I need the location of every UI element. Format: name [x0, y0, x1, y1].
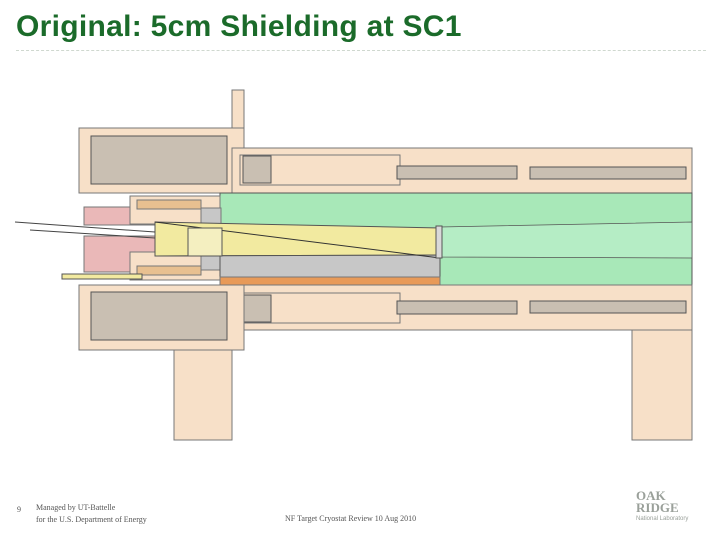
lower-slot-2	[396, 300, 518, 315]
upper-slot-2	[396, 165, 518, 180]
upper-slot-1	[242, 155, 272, 184]
upper-grey-sleeve	[200, 207, 222, 225]
managed-by-text: Managed by UT-Battelle for the U.S. Depa…	[36, 502, 147, 526]
central-bore-assembly	[14, 192, 693, 286]
logo-subtext: National Laboratory	[636, 516, 689, 522]
logo-line-1: OAK	[636, 488, 666, 503]
title-divider	[16, 50, 706, 51]
lower-shield-inner	[90, 291, 228, 341]
upper-shielding-assembly	[78, 89, 693, 194]
managed-by-line-2: for the U.S. Department of Energy	[36, 515, 147, 524]
orange-lower-strip	[219, 276, 441, 286]
lower-orange-coil-inner	[136, 265, 202, 276]
input-beam-pipe	[61, 273, 143, 280]
lower-slot-1	[242, 294, 272, 323]
slide-title: Original: 5cm Shielding at SC1	[16, 10, 462, 43]
review-footer-text: NF Target Cryostat Review 10 Aug 2010	[285, 514, 417, 523]
managed-by-line-1: Managed by UT-Battelle	[36, 503, 116, 512]
oak-ridge-logo: OAK RIDGE National Laboratory	[636, 488, 692, 526]
page-number: 9	[17, 505, 21, 514]
green-beam-cone	[439, 221, 693, 259]
lower-shielding-assembly	[78, 284, 693, 441]
upper-orange-coil-inner	[136, 199, 202, 210]
lower-slot-3	[529, 300, 687, 314]
logo-line-2: RIDGE	[636, 500, 679, 515]
bore-window	[187, 227, 223, 257]
upper-shield-inner	[90, 135, 228, 185]
upper-slot-3	[529, 166, 687, 180]
vessel-flange	[435, 225, 443, 259]
input-beam-line-2	[29, 229, 156, 239]
input-beam-line-1	[14, 221, 156, 233]
left-support-leg	[173, 349, 233, 441]
right-support-leg	[631, 329, 693, 441]
